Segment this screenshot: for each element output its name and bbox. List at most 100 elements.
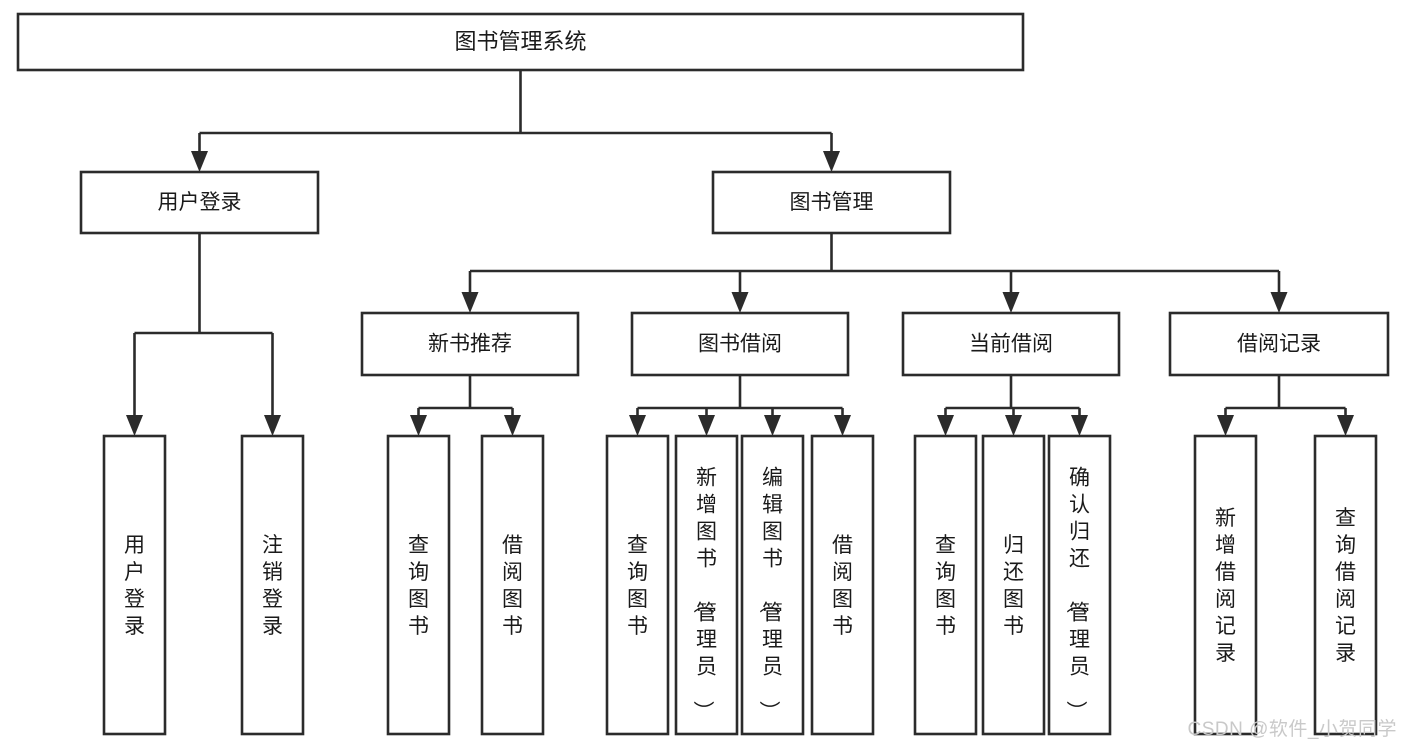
node-n15[interactable]: 查询图书 bbox=[913, 434, 978, 736]
node-box[interactable] bbox=[79, 170, 320, 235]
node-box[interactable] bbox=[674, 434, 739, 736]
node-label-glyph: 编 bbox=[762, 467, 783, 490]
node-label-glyph: 归 bbox=[1069, 521, 1090, 544]
node-box[interactable] bbox=[740, 434, 805, 736]
node-label-glyph: 增 bbox=[696, 494, 717, 517]
node-label-glyph: 阅 bbox=[1335, 588, 1356, 611]
node-n10[interactable]: 借阅图书 bbox=[480, 434, 545, 736]
arrow-head-icon bbox=[1002, 292, 1020, 313]
node-label-glyph: 确 bbox=[1069, 467, 1090, 490]
node-box[interactable] bbox=[981, 434, 1046, 736]
node-label-glyph: ） bbox=[691, 701, 714, 722]
node-box[interactable] bbox=[360, 311, 580, 377]
node-label: 当前借阅 bbox=[969, 333, 1053, 356]
node-box[interactable] bbox=[711, 170, 952, 235]
node-label-glyph: 书 bbox=[408, 615, 429, 638]
node-label-glyph: 管 bbox=[696, 602, 717, 625]
node-label-glyph: 书 bbox=[696, 548, 717, 571]
node-box[interactable] bbox=[480, 434, 545, 736]
connector-group-n5 bbox=[937, 375, 1088, 436]
arrow-head-icon bbox=[191, 151, 208, 172]
node-label-glyph: 询 bbox=[1335, 534, 1356, 557]
node-n12[interactable]: 新增图书（管理员） bbox=[674, 434, 739, 736]
node-label-glyph: 查 bbox=[1335, 507, 1356, 530]
node-label-glyph: 登 bbox=[124, 588, 145, 611]
node-label-glyph: 户 bbox=[124, 561, 145, 584]
node-label: 查询图书 bbox=[627, 534, 648, 638]
arrow-head-icon bbox=[264, 415, 281, 436]
node-box[interactable] bbox=[1047, 434, 1112, 736]
node-n19[interactable]: 查询借阅记录 bbox=[1313, 434, 1378, 736]
node-label-glyph: 员 bbox=[696, 656, 717, 679]
node-label-glyph: 借 bbox=[1215, 561, 1236, 584]
node-box[interactable] bbox=[1313, 434, 1378, 736]
node-label-glyph: 图 bbox=[762, 521, 783, 544]
node-box[interactable] bbox=[1168, 311, 1390, 377]
node-box[interactable] bbox=[102, 434, 167, 736]
node-label-glyph: 辑 bbox=[762, 494, 783, 517]
node-label: 用户登录 bbox=[158, 191, 242, 214]
node-box[interactable] bbox=[605, 434, 670, 736]
arrow-head-icon bbox=[1337, 415, 1354, 436]
node-n8[interactable]: 注销登录 bbox=[240, 434, 305, 736]
node-label-glyph: 归 bbox=[1003, 534, 1024, 557]
arrow-head-icon bbox=[126, 415, 143, 436]
node-box[interactable] bbox=[1193, 434, 1258, 736]
node-n13[interactable]: 编辑图书（管理员） bbox=[740, 434, 805, 736]
node-label: 归还图书 bbox=[1003, 534, 1024, 638]
node-n9[interactable]: 查询图书 bbox=[386, 434, 451, 736]
arrow-head-icon bbox=[731, 292, 749, 313]
arrow-head-icon bbox=[937, 415, 954, 436]
node-label-glyph: ） bbox=[757, 701, 780, 722]
node-n4[interactable]: 图书借阅 bbox=[630, 311, 850, 377]
arrow-head-icon bbox=[764, 415, 781, 436]
node-n0[interactable]: 图书管理系统 bbox=[16, 12, 1025, 72]
node-n1[interactable]: 用户登录 bbox=[79, 170, 320, 235]
node-label-glyph: ） bbox=[1064, 701, 1087, 722]
node-box[interactable] bbox=[386, 434, 451, 736]
node-label: 查询图书 bbox=[408, 534, 429, 638]
node-label-glyph: 图 bbox=[696, 521, 717, 544]
node-label-glyph: 查 bbox=[627, 534, 648, 557]
node-label-glyph: 图 bbox=[502, 588, 523, 611]
node-n16[interactable]: 归还图书 bbox=[981, 434, 1046, 736]
node-label-glyph: 图 bbox=[1003, 588, 1024, 611]
node-label-glyph: 查 bbox=[408, 534, 429, 557]
node-box[interactable] bbox=[16, 12, 1025, 72]
node-label-glyph: 认 bbox=[1069, 494, 1090, 517]
node-n14[interactable]: 借阅图书 bbox=[810, 434, 875, 736]
node-label-glyph: 借 bbox=[1335, 561, 1356, 584]
node-n11[interactable]: 查询图书 bbox=[605, 434, 670, 736]
node-label-glyph: 录 bbox=[124, 615, 145, 638]
node-label-glyph: 图 bbox=[935, 588, 956, 611]
arrow-head-icon bbox=[504, 415, 521, 436]
node-box[interactable] bbox=[240, 434, 305, 736]
node-label-glyph: 书 bbox=[762, 548, 783, 571]
node-label: 确认归还（管理员） bbox=[1064, 467, 1090, 722]
node-label-glyph: 记 bbox=[1215, 615, 1236, 638]
arrow-head-icon bbox=[1217, 415, 1234, 436]
node-label: 查询借阅记录 bbox=[1335, 507, 1356, 665]
node-n3[interactable]: 新书推荐 bbox=[360, 311, 580, 377]
node-n6[interactable]: 借阅记录 bbox=[1168, 311, 1390, 377]
node-n2[interactable]: 图书管理 bbox=[711, 170, 952, 235]
node-label-glyph: 管 bbox=[1069, 602, 1090, 625]
node-n18[interactable]: 新增借阅记录 bbox=[1193, 434, 1258, 736]
node-label-glyph: 询 bbox=[935, 561, 956, 584]
node-n7[interactable]: 用户登录 bbox=[102, 434, 167, 736]
node-label-glyph: 阅 bbox=[832, 561, 853, 584]
node-n17[interactable]: 确认归还（管理员） bbox=[1047, 434, 1112, 736]
node-label-glyph: 查 bbox=[935, 534, 956, 557]
node-label: 新增图书（管理员） bbox=[691, 467, 717, 722]
node-box[interactable] bbox=[901, 311, 1121, 377]
node-n5[interactable]: 当前借阅 bbox=[901, 311, 1121, 377]
arrow-head-icon bbox=[410, 415, 427, 436]
node-label-glyph: 理 bbox=[696, 629, 717, 652]
arrow-head-icon bbox=[1071, 415, 1088, 436]
node-label-glyph: 借 bbox=[502, 534, 523, 557]
node-box[interactable] bbox=[913, 434, 978, 736]
node-box[interactable] bbox=[810, 434, 875, 736]
node-label: 借阅图书 bbox=[832, 534, 853, 638]
node-box[interactable] bbox=[630, 311, 850, 377]
